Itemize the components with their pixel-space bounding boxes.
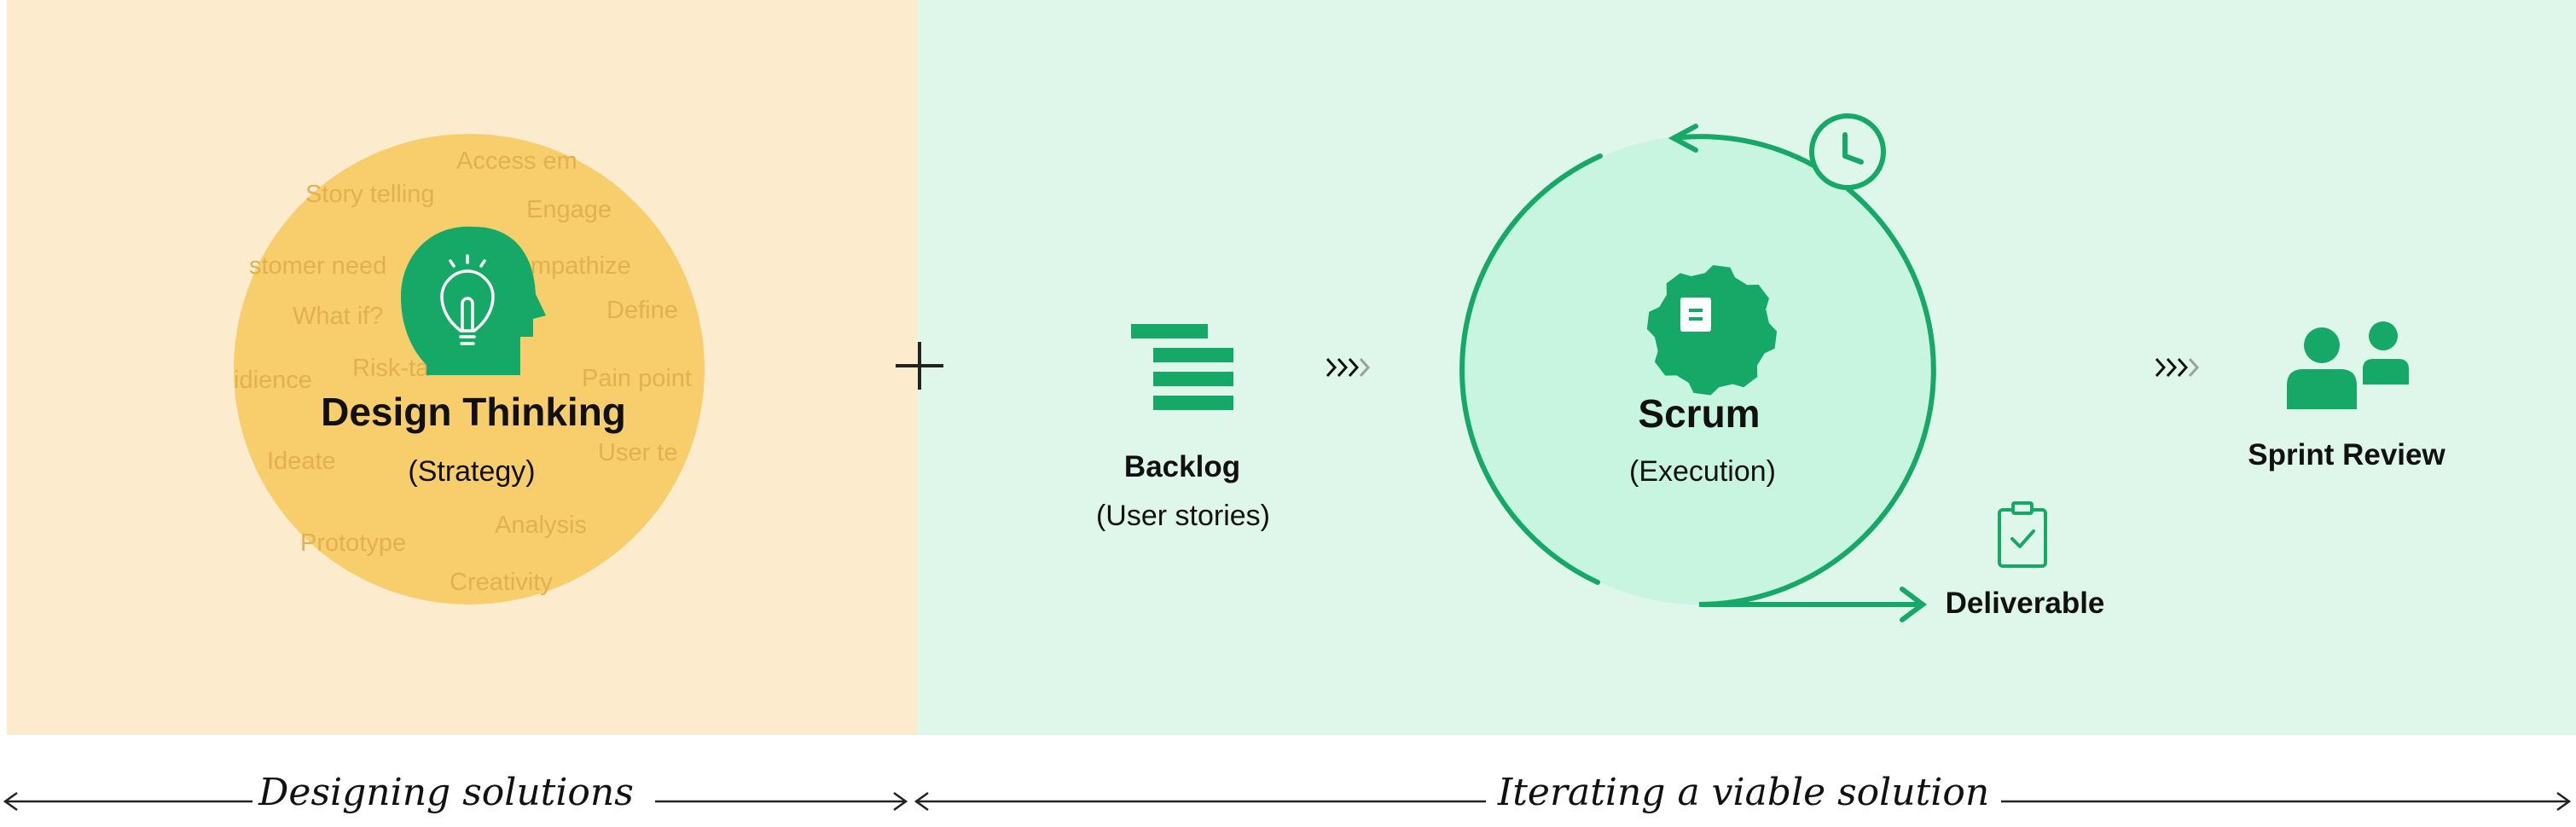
background-word: Access em xyxy=(456,147,577,175)
design-thinking-title: Design Thinking xyxy=(321,390,626,434)
background-words: Access em Story telling Engage stomer ne… xyxy=(234,147,692,596)
background-word: What if? xyxy=(293,303,383,330)
scrum-cycle-arrow xyxy=(1459,124,1936,622)
gear-icon xyxy=(1646,265,1778,396)
team-icon xyxy=(2287,321,2409,409)
footer-arrows xyxy=(3,791,2572,812)
clipboard-check-icon xyxy=(1998,501,2047,568)
design-thinking-subtitle: (Strategy) xyxy=(408,455,536,488)
background-word: Ideate xyxy=(267,448,336,475)
backlog-list-icon xyxy=(1131,324,1233,410)
scrum-subtitle: (Execution) xyxy=(1629,455,1776,488)
background-word: User te xyxy=(598,439,677,466)
sprint-review-label: Sprint Review xyxy=(2248,438,2445,471)
backlog-title: Backlog xyxy=(1123,450,1241,483)
background-word: Risk-ta xyxy=(352,355,430,382)
background-word: Define xyxy=(606,297,678,324)
scrum-title: Scrum xyxy=(1638,391,1761,436)
iterating-solution-label: Iterating a viable solution xyxy=(1497,771,1990,814)
lightbulb-head-icon xyxy=(401,226,546,375)
clock-icon xyxy=(1809,113,1886,190)
background-word: Creativity xyxy=(450,569,553,596)
deliverable-label: Deliverable xyxy=(1945,587,2105,620)
backlog-subtitle: (User stories) xyxy=(1095,500,1271,532)
background-word: stomer need xyxy=(249,252,386,280)
background-word: mpathize xyxy=(531,252,631,280)
designing-solutions-label: Designing solutions xyxy=(258,771,634,814)
background-word: Prototype xyxy=(300,529,406,557)
chevron-right-icon xyxy=(1326,357,1371,378)
chevron-right-icon xyxy=(2155,357,2200,378)
background-word: idience xyxy=(234,367,312,394)
background-word: Pain point xyxy=(582,365,692,392)
background-word: Story telling xyxy=(305,181,435,208)
background-word: Engage xyxy=(526,196,612,223)
background-word: Analysis xyxy=(495,512,587,539)
plus-icon xyxy=(896,342,943,390)
